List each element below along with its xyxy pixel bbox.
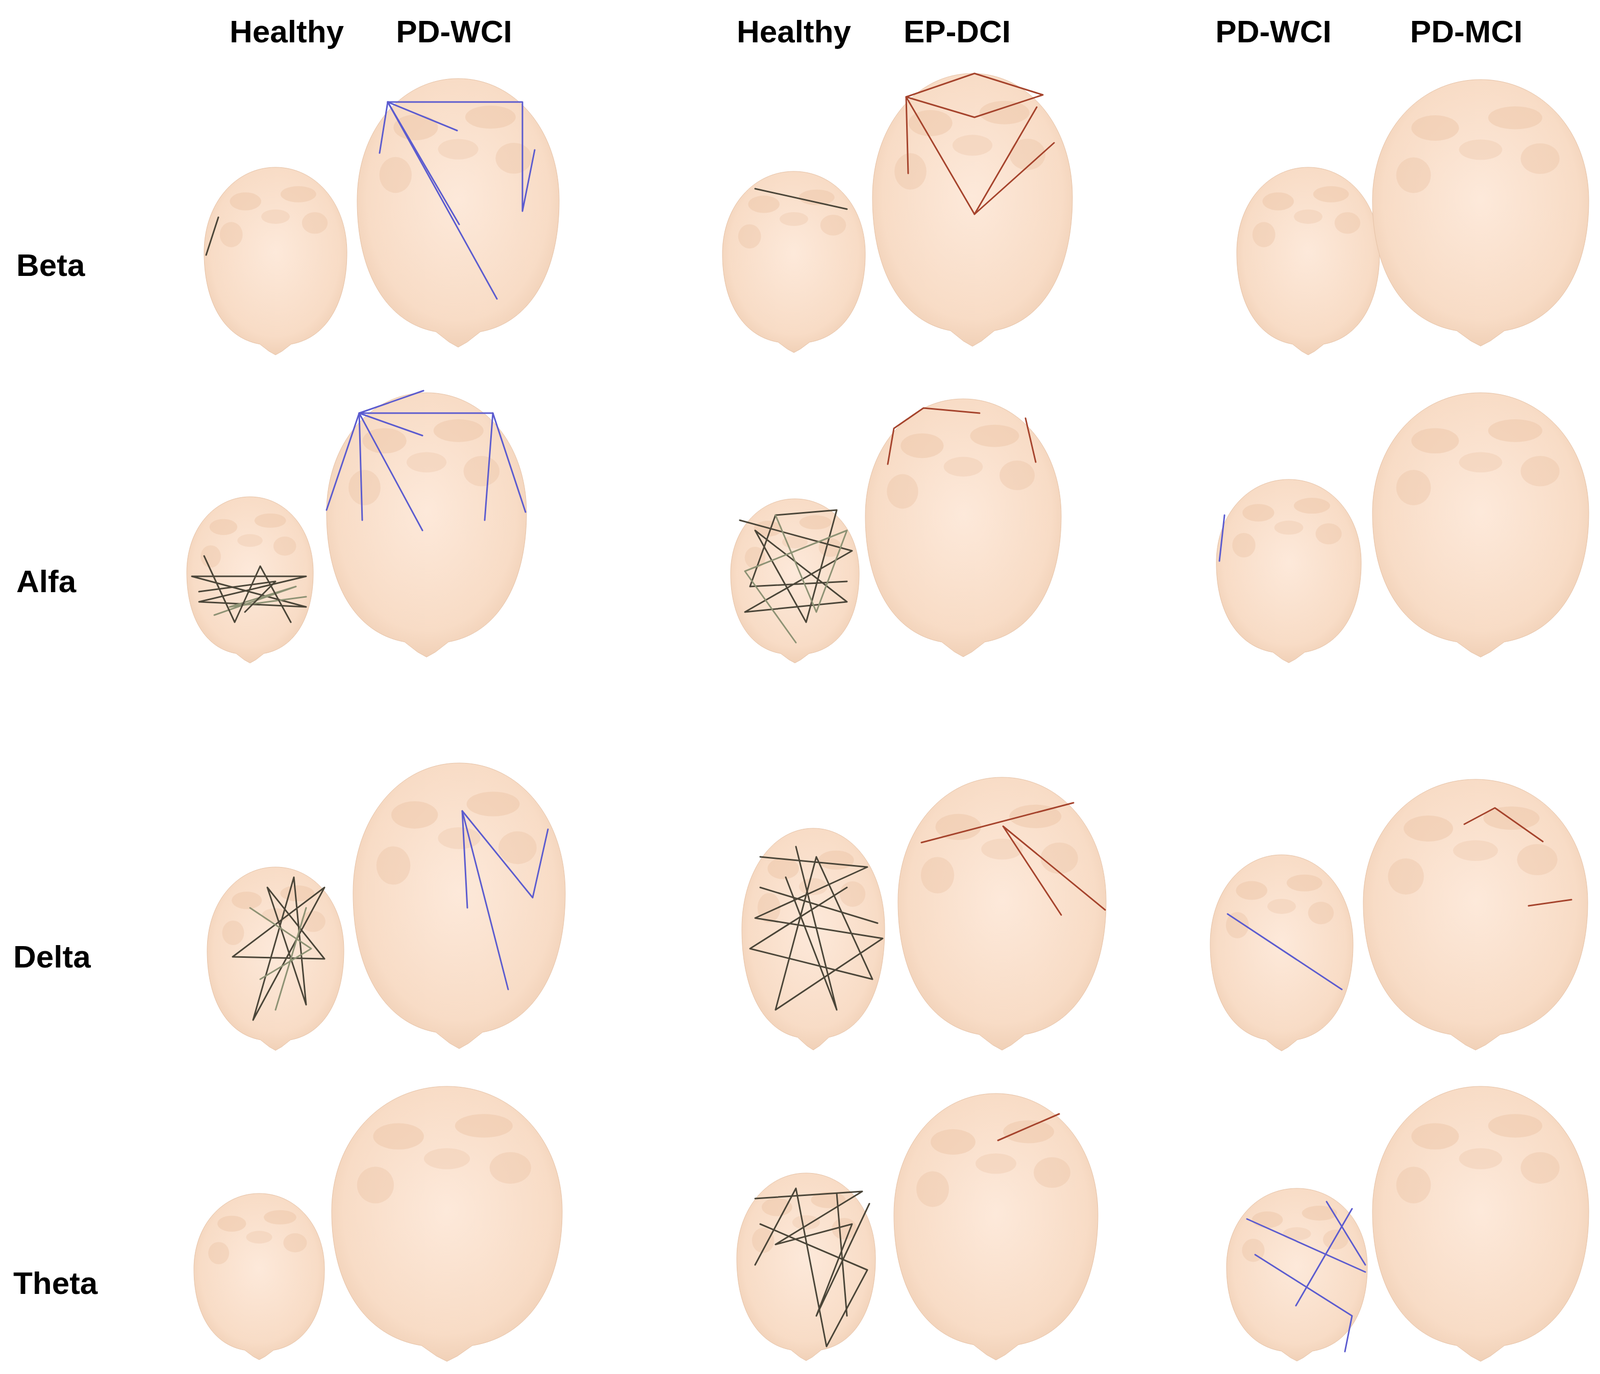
connectivity-line: [921, 803, 1074, 843]
connectivity-line: [387, 102, 497, 299]
connectivity-line: [750, 857, 883, 1011]
connectivity-line: [232, 877, 325, 1021]
connectivity-line: [1219, 515, 1225, 562]
head: [872, 73, 1073, 347]
connectivity-line: [204, 556, 291, 623]
head: [1372, 79, 1589, 347]
connectivity-line: [836, 1193, 847, 1317]
head: [357, 78, 560, 348]
head: [722, 171, 866, 353]
head: [326, 392, 527, 658]
head: [193, 1193, 325, 1361]
connectivity-line: [359, 390, 526, 513]
connectivity-line: [755, 188, 847, 210]
head: [1236, 167, 1380, 356]
head: [353, 763, 566, 1049]
head: [1372, 392, 1589, 658]
connectivity-line: [755, 1188, 868, 1347]
connectivity-line: [1255, 1255, 1353, 1353]
column-header: Healthy: [736, 14, 852, 49]
connectivity-line: [974, 142, 1055, 215]
connectivity-line: [198, 581, 276, 613]
connectivity-line: [1003, 826, 1106, 916]
head: [204, 167, 347, 356]
connectivity-line: [359, 413, 423, 531]
connectivity-line: [760, 887, 878, 924]
column-header: Healthy: [229, 14, 344, 49]
column-header: PD-MCI: [1410, 14, 1523, 49]
column-header: PD-WCI: [1215, 14, 1332, 49]
connectivity-line: [906, 96, 1037, 215]
connectivity-line: [1326, 1202, 1366, 1266]
head: [736, 1173, 876, 1362]
connectivity-line: [379, 102, 535, 212]
head: [1372, 1086, 1589, 1362]
head: [1210, 855, 1354, 1052]
connectivity-line: [1246, 1219, 1366, 1273]
head: [1226, 1188, 1368, 1362]
head: [893, 1093, 1098, 1361]
connectivity-line: [214, 586, 307, 616]
connectivity-line: [1528, 900, 1572, 907]
head: [331, 1086, 563, 1362]
connectivity-line: [462, 811, 509, 990]
connectivity-line: [1464, 808, 1543, 842]
head: [1216, 479, 1362, 663]
column-header: PD-WCI: [395, 14, 512, 49]
connectivity-line: [387, 102, 458, 131]
connectivity-line: [484, 413, 493, 521]
column-header: EP-DCI: [903, 14, 1011, 49]
row-label: Beta: [16, 247, 85, 283]
connectivity-line: [275, 908, 307, 1011]
connectivity-line: [1025, 418, 1036, 463]
connectivity-line: [250, 908, 312, 980]
row-label: Theta: [13, 1266, 98, 1302]
connectivity-line: [206, 217, 219, 256]
connectivity-line: [1227, 914, 1342, 990]
connectivity-line: [1295, 1209, 1353, 1307]
row-label: Delta: [13, 939, 91, 975]
head: [730, 498, 860, 664]
connectivity-line: [744, 515, 847, 643]
head: [865, 398, 1062, 658]
head: [186, 496, 314, 664]
connectivity-line: [887, 408, 980, 465]
head: [897, 777, 1107, 1051]
head: [741, 828, 885, 1051]
head: [207, 867, 344, 1051]
connectivity-line: [997, 1114, 1060, 1141]
connectivity-line: [906, 73, 1043, 118]
head: [1363, 779, 1588, 1051]
connectivity-line: [326, 413, 423, 511]
connectivity-line: [785, 846, 837, 1011]
row-label: Alfa: [16, 564, 77, 599]
